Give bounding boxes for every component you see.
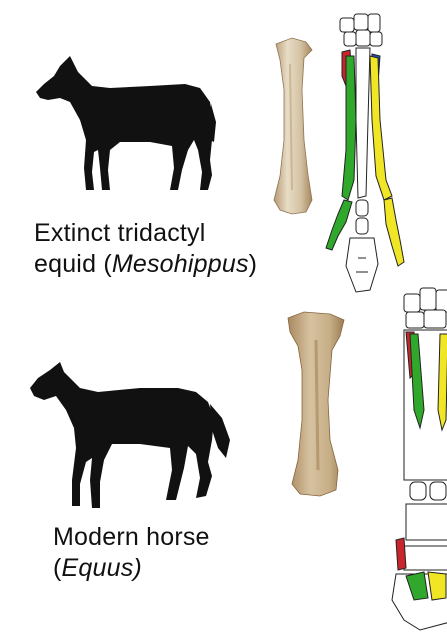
- mesohippus-yellow-phalanges: [384, 198, 404, 266]
- mesohippus-carpals: [340, 14, 382, 46]
- mesohippus-metacarpal-3: [356, 48, 370, 198]
- equus-silhouette: [30, 362, 230, 508]
- mesohippus-caption: Extinct tridactyl equid (Mesohippus): [34, 218, 257, 280]
- mesohippus-caption-line1: Extinct tridactyl: [34, 218, 257, 249]
- mesohippus-silhouette: [36, 56, 216, 190]
- mesohippus-caption-suffix: ): [249, 250, 258, 278]
- mesohippus-genus-name: Mesohippus: [112, 250, 249, 278]
- mesohippus-caption-line2: equid (Mesohippus): [34, 249, 257, 280]
- equus-genus-name: Equus): [62, 554, 142, 582]
- equus-ergot-red: [396, 538, 406, 570]
- equus-caption-line2: (Equus): [53, 553, 210, 584]
- equus-caption: Modern horse (Equus): [53, 522, 210, 584]
- mesohippus-digit-yellow: [370, 56, 392, 200]
- mesohippus-bone-photo: [274, 38, 312, 214]
- equus-caption-line1: Modern horse: [53, 522, 210, 553]
- mesohippus-central-phalanges: [346, 200, 378, 292]
- equus-bone-photo: [288, 312, 344, 496]
- mesohippus-caption-prefix: equid (: [34, 250, 112, 278]
- mesohippus-limb-diagram: [326, 14, 404, 292]
- equus-splint-yellow: [438, 334, 447, 430]
- equus-limb-diagram: [392, 288, 447, 630]
- equus-carpals: [404, 288, 447, 328]
- equus-caption-prefix: (: [53, 554, 62, 582]
- mesohippus-green-phalanges: [326, 200, 352, 250]
